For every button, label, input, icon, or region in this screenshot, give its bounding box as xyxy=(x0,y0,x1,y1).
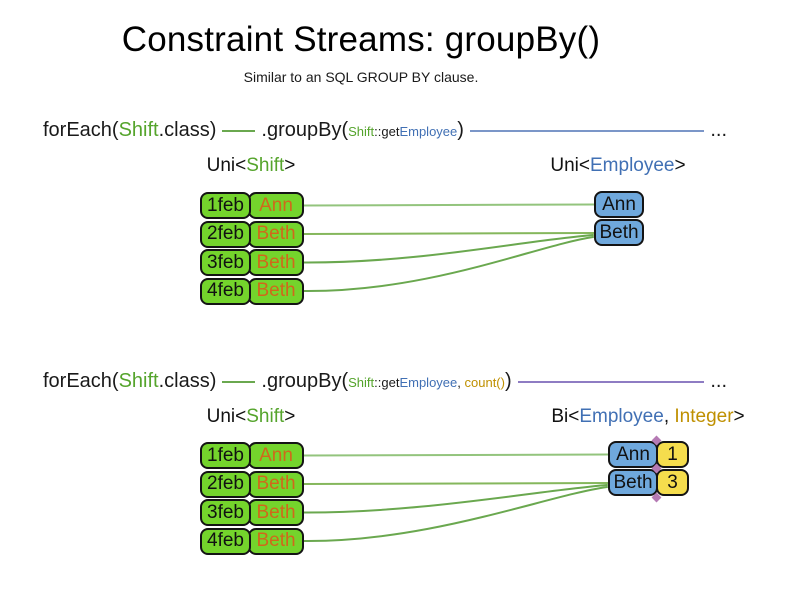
label-part: Integer xyxy=(674,406,734,427)
table-row: 4feb Beth xyxy=(200,527,304,555)
employee-cell: Beth xyxy=(248,277,304,305)
stream-type-label-uni-shift-2: Uni<Shift> xyxy=(141,406,361,428)
code-token: forEach( xyxy=(43,119,119,141)
table-row: 4feb Beth xyxy=(200,277,304,305)
label-part: > xyxy=(674,155,686,176)
stream-type-label-uni-employee: Uni<Employee> xyxy=(508,155,728,177)
code-ellipsis: ... xyxy=(710,370,727,392)
code-token: Shift xyxy=(118,119,159,141)
section2-lines xyxy=(303,453,609,543)
group-key-box: Ann xyxy=(608,441,658,468)
label-part: > xyxy=(733,406,745,427)
table-row: 1feb Ann xyxy=(200,442,304,469)
group-row: Ann xyxy=(594,191,644,218)
table-row: 2feb Beth xyxy=(200,470,304,498)
code-token: .groupBy( xyxy=(261,370,349,392)
label-part: > xyxy=(284,406,296,427)
table-row: 3feb Beth xyxy=(200,499,304,526)
code-token: count() xyxy=(464,375,505,390)
label-part: Employee xyxy=(590,155,675,176)
date-cell: 1feb xyxy=(200,192,251,219)
stream-type-label-bi-employee-integer: Bi<Employee, Integer> xyxy=(538,406,758,428)
label-part: Uni< xyxy=(206,155,247,176)
code-token: ) xyxy=(457,119,464,141)
code-line-2: forEach(Shift.class) .groupBy(Shift::get… xyxy=(43,370,727,393)
label-part: , xyxy=(663,406,675,427)
label-part: Bi< xyxy=(551,406,580,427)
code-token: ::get xyxy=(374,375,400,390)
shift-table-1: 1feb Ann 2feb Beth 3feb Beth 4feb Beth xyxy=(200,192,304,306)
group-result-1: Ann Beth xyxy=(594,191,644,247)
employee-cell: Beth xyxy=(248,470,304,498)
code-token: Shift xyxy=(118,370,159,392)
date-cell: 2feb xyxy=(200,220,251,248)
employee-cell: Beth xyxy=(248,499,304,526)
date-cell: 3feb xyxy=(200,249,251,276)
group-key-box: Ann xyxy=(594,191,644,218)
employee-cell: Ann xyxy=(248,192,304,219)
group-row: Beth 3 xyxy=(608,469,689,496)
code-token: forEach( xyxy=(43,370,119,392)
group-row: Beth xyxy=(594,219,644,246)
label-part: Uni< xyxy=(550,155,590,176)
stream-connector-purple xyxy=(517,380,705,383)
group-key-box: Beth xyxy=(594,219,644,246)
label-part: > xyxy=(284,155,296,176)
label-part: Shift xyxy=(246,406,285,427)
employee-cell: Beth xyxy=(248,220,304,248)
code-token: ) xyxy=(504,370,512,392)
employee-cell: Beth xyxy=(248,249,304,276)
code-token: Shift xyxy=(348,124,375,139)
code-line-1: forEach(Shift.class) .groupBy(Shift::get… xyxy=(43,119,727,142)
employee-cell: Ann xyxy=(248,442,304,469)
code-token: .groupBy( xyxy=(261,119,349,141)
code-token: Employee xyxy=(399,375,458,390)
section1-lines xyxy=(303,203,595,293)
code-token: .class) xyxy=(158,370,217,392)
stream-type-label-uni-shift: Uni<Shift> xyxy=(141,155,361,177)
group-count-box: 1 xyxy=(656,441,689,468)
slide-title: Constraint Streams: groupBy() xyxy=(121,20,601,59)
code-token: .class) xyxy=(158,119,217,141)
label-part: Uni< xyxy=(206,406,247,427)
group-key-box: Beth xyxy=(608,469,658,496)
stream-connector-green xyxy=(222,380,256,383)
code-token: Employee xyxy=(399,124,458,139)
date-cell: 1feb xyxy=(200,442,251,469)
stream-connector-blue xyxy=(469,129,705,132)
label-part: Employee xyxy=(579,406,664,427)
date-cell: 2feb xyxy=(200,470,251,498)
code-ellipsis: ... xyxy=(710,119,727,141)
code-token: ::get xyxy=(374,124,400,139)
slide-subtitle: Similar to an SQL GROUP BY clause. xyxy=(243,69,479,85)
table-row: 2feb Beth xyxy=(200,220,304,248)
date-cell: 4feb xyxy=(200,277,251,305)
label-part: Shift xyxy=(246,155,285,176)
shift-table-2: 1feb Ann 2feb Beth 3feb Beth 4feb Beth xyxy=(200,442,304,556)
stream-connector-green xyxy=(222,129,256,132)
group-result-2: Ann 1 Beth 3 xyxy=(608,441,689,497)
table-row: 3feb Beth xyxy=(200,249,304,276)
date-cell: 3feb xyxy=(200,499,251,526)
code-token: , xyxy=(457,375,465,390)
code-token: Shift xyxy=(348,375,375,390)
date-cell: 4feb xyxy=(200,527,251,555)
group-row: Ann 1 xyxy=(608,441,689,468)
table-row: 1feb Ann xyxy=(200,192,304,219)
group-count-box: 3 xyxy=(656,469,689,496)
employee-cell: Beth xyxy=(248,527,304,555)
